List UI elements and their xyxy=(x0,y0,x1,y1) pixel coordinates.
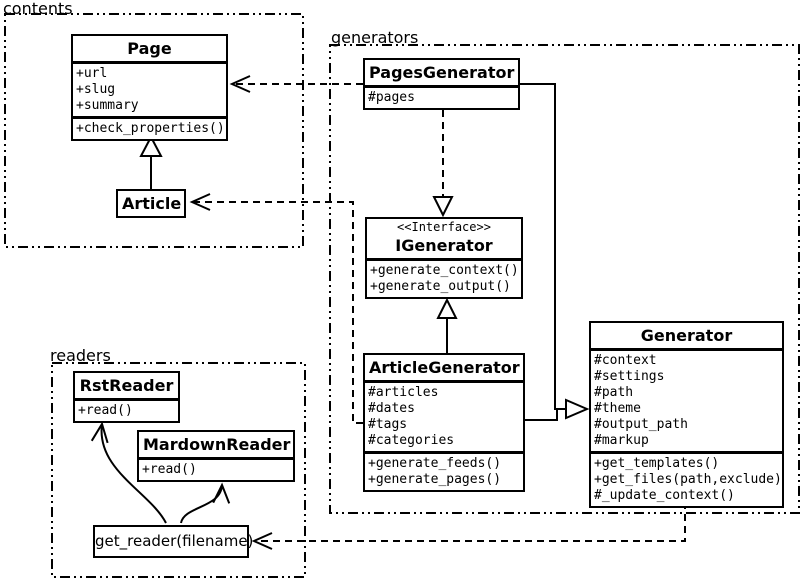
method: +read() xyxy=(142,462,197,477)
class-box-generator: Generator #context #settings #path #them… xyxy=(589,321,784,508)
method: +generate_pages() xyxy=(368,472,502,487)
attribute: +url xyxy=(76,66,108,81)
method: +generate_output() xyxy=(370,279,511,294)
class-box-rstreader: RstReader +read() xyxy=(73,371,180,423)
method: +read() xyxy=(78,403,133,418)
attribute: #tags xyxy=(368,417,408,432)
attribute: #pages xyxy=(368,90,415,105)
attribute: #dates xyxy=(368,401,415,416)
package-frame-contents xyxy=(4,13,304,248)
methods-section-articlegenerator: +generate_feeds() +generate_pages() xyxy=(365,451,523,490)
attribute: #articles xyxy=(368,385,439,400)
attribute: #settings xyxy=(594,369,665,384)
realization-triangle-pagesgenerator-igenerator xyxy=(432,196,454,218)
method: +get_templates() xyxy=(594,456,720,471)
attribute: +slug xyxy=(76,82,116,97)
class-title-generator: Generator xyxy=(640,326,733,345)
class-title-igenerator: <<Interface>> IGenerator xyxy=(367,219,521,258)
class-title-articlegenerator: ArticleGenerator xyxy=(369,358,520,377)
attribute: #output_path xyxy=(594,417,688,432)
class-box-articlegenerator: ArticleGenerator #articles #dates #tags … xyxy=(363,353,525,492)
method: #_update_context() xyxy=(594,488,735,503)
function-label-get-reader: get_reader(filename) xyxy=(95,532,254,550)
package-frame-readers xyxy=(51,362,306,578)
class-box-mardownreader: MardownReader +read() xyxy=(137,430,295,482)
class-title-article: Article xyxy=(122,194,182,213)
methods-section-igenerator: +generate_context() +generate_output() xyxy=(367,258,521,297)
class-box-pagesgenerator: PagesGenerator #pages xyxy=(363,58,520,110)
attribute: #context xyxy=(594,353,657,368)
class-box-article: Article xyxy=(116,189,186,218)
stereotype-interface: <<Interface>> xyxy=(397,220,491,234)
class-title-pagesgenerator: PagesGenerator xyxy=(369,63,515,82)
methods-section-page: +check_properties() xyxy=(73,116,226,139)
class-title-rstreader: RstReader xyxy=(79,376,174,395)
class-title-page: Page xyxy=(127,39,172,58)
package-label-generators: generators xyxy=(331,28,419,47)
inheritance-line-articlegenerator-generator xyxy=(525,409,558,421)
attributes-section-articlegenerator: #articles #dates #tags #categories xyxy=(365,380,523,451)
attribute: #categories xyxy=(368,433,455,448)
attribute: #theme xyxy=(594,401,641,416)
class-title-mardownreader: MardownReader xyxy=(143,435,291,454)
inheritance-triangle-articlegenerator-igenerator xyxy=(436,297,458,319)
call-arrow-getreader-rstreader xyxy=(90,421,167,524)
inheritance-line-pagesgenerator-generator xyxy=(520,83,566,410)
attribute: #markup xyxy=(594,433,649,448)
class-box-page: Page +url +slug +summary +check_properti… xyxy=(71,34,228,141)
attribute: #path xyxy=(594,385,634,400)
attributes-section-pagesgenerator: #pages xyxy=(365,85,518,108)
package-label-readers: readers xyxy=(50,346,111,365)
inheritance-triangle-generator xyxy=(565,398,590,420)
attributes-section-generator: #context #settings #path #theme #output_… xyxy=(591,348,782,451)
method: +get_files(path,exclude) xyxy=(594,472,782,487)
methods-section-rstreader: +read() xyxy=(75,398,178,421)
function-box-get-reader: get_reader(filename) xyxy=(93,525,253,558)
class-box-igenerator: <<Interface>> IGenerator +generate_conte… xyxy=(365,217,523,299)
attribute: +summary xyxy=(76,98,139,113)
dependency-arrow-articlegenerator-article xyxy=(189,193,363,424)
methods-section-mardownreader: +read() xyxy=(139,457,293,480)
package-label-contents: contents xyxy=(3,0,73,18)
attributes-section-page: +url +slug +summary xyxy=(73,61,226,116)
inheritance-triangle-article-page xyxy=(139,134,163,157)
dependency-arrow-generator-getreader xyxy=(251,502,686,550)
call-arrow-getreader-mardownreader xyxy=(180,482,231,524)
class-title-text: IGenerator xyxy=(395,236,493,255)
method: +generate_context() xyxy=(370,263,519,278)
method: +check_properties() xyxy=(76,121,225,136)
package-frame-generators xyxy=(329,44,800,514)
methods-section-generator: +get_templates() +get_files(path,exclude… xyxy=(591,451,782,506)
method: +generate_feeds() xyxy=(368,456,502,471)
